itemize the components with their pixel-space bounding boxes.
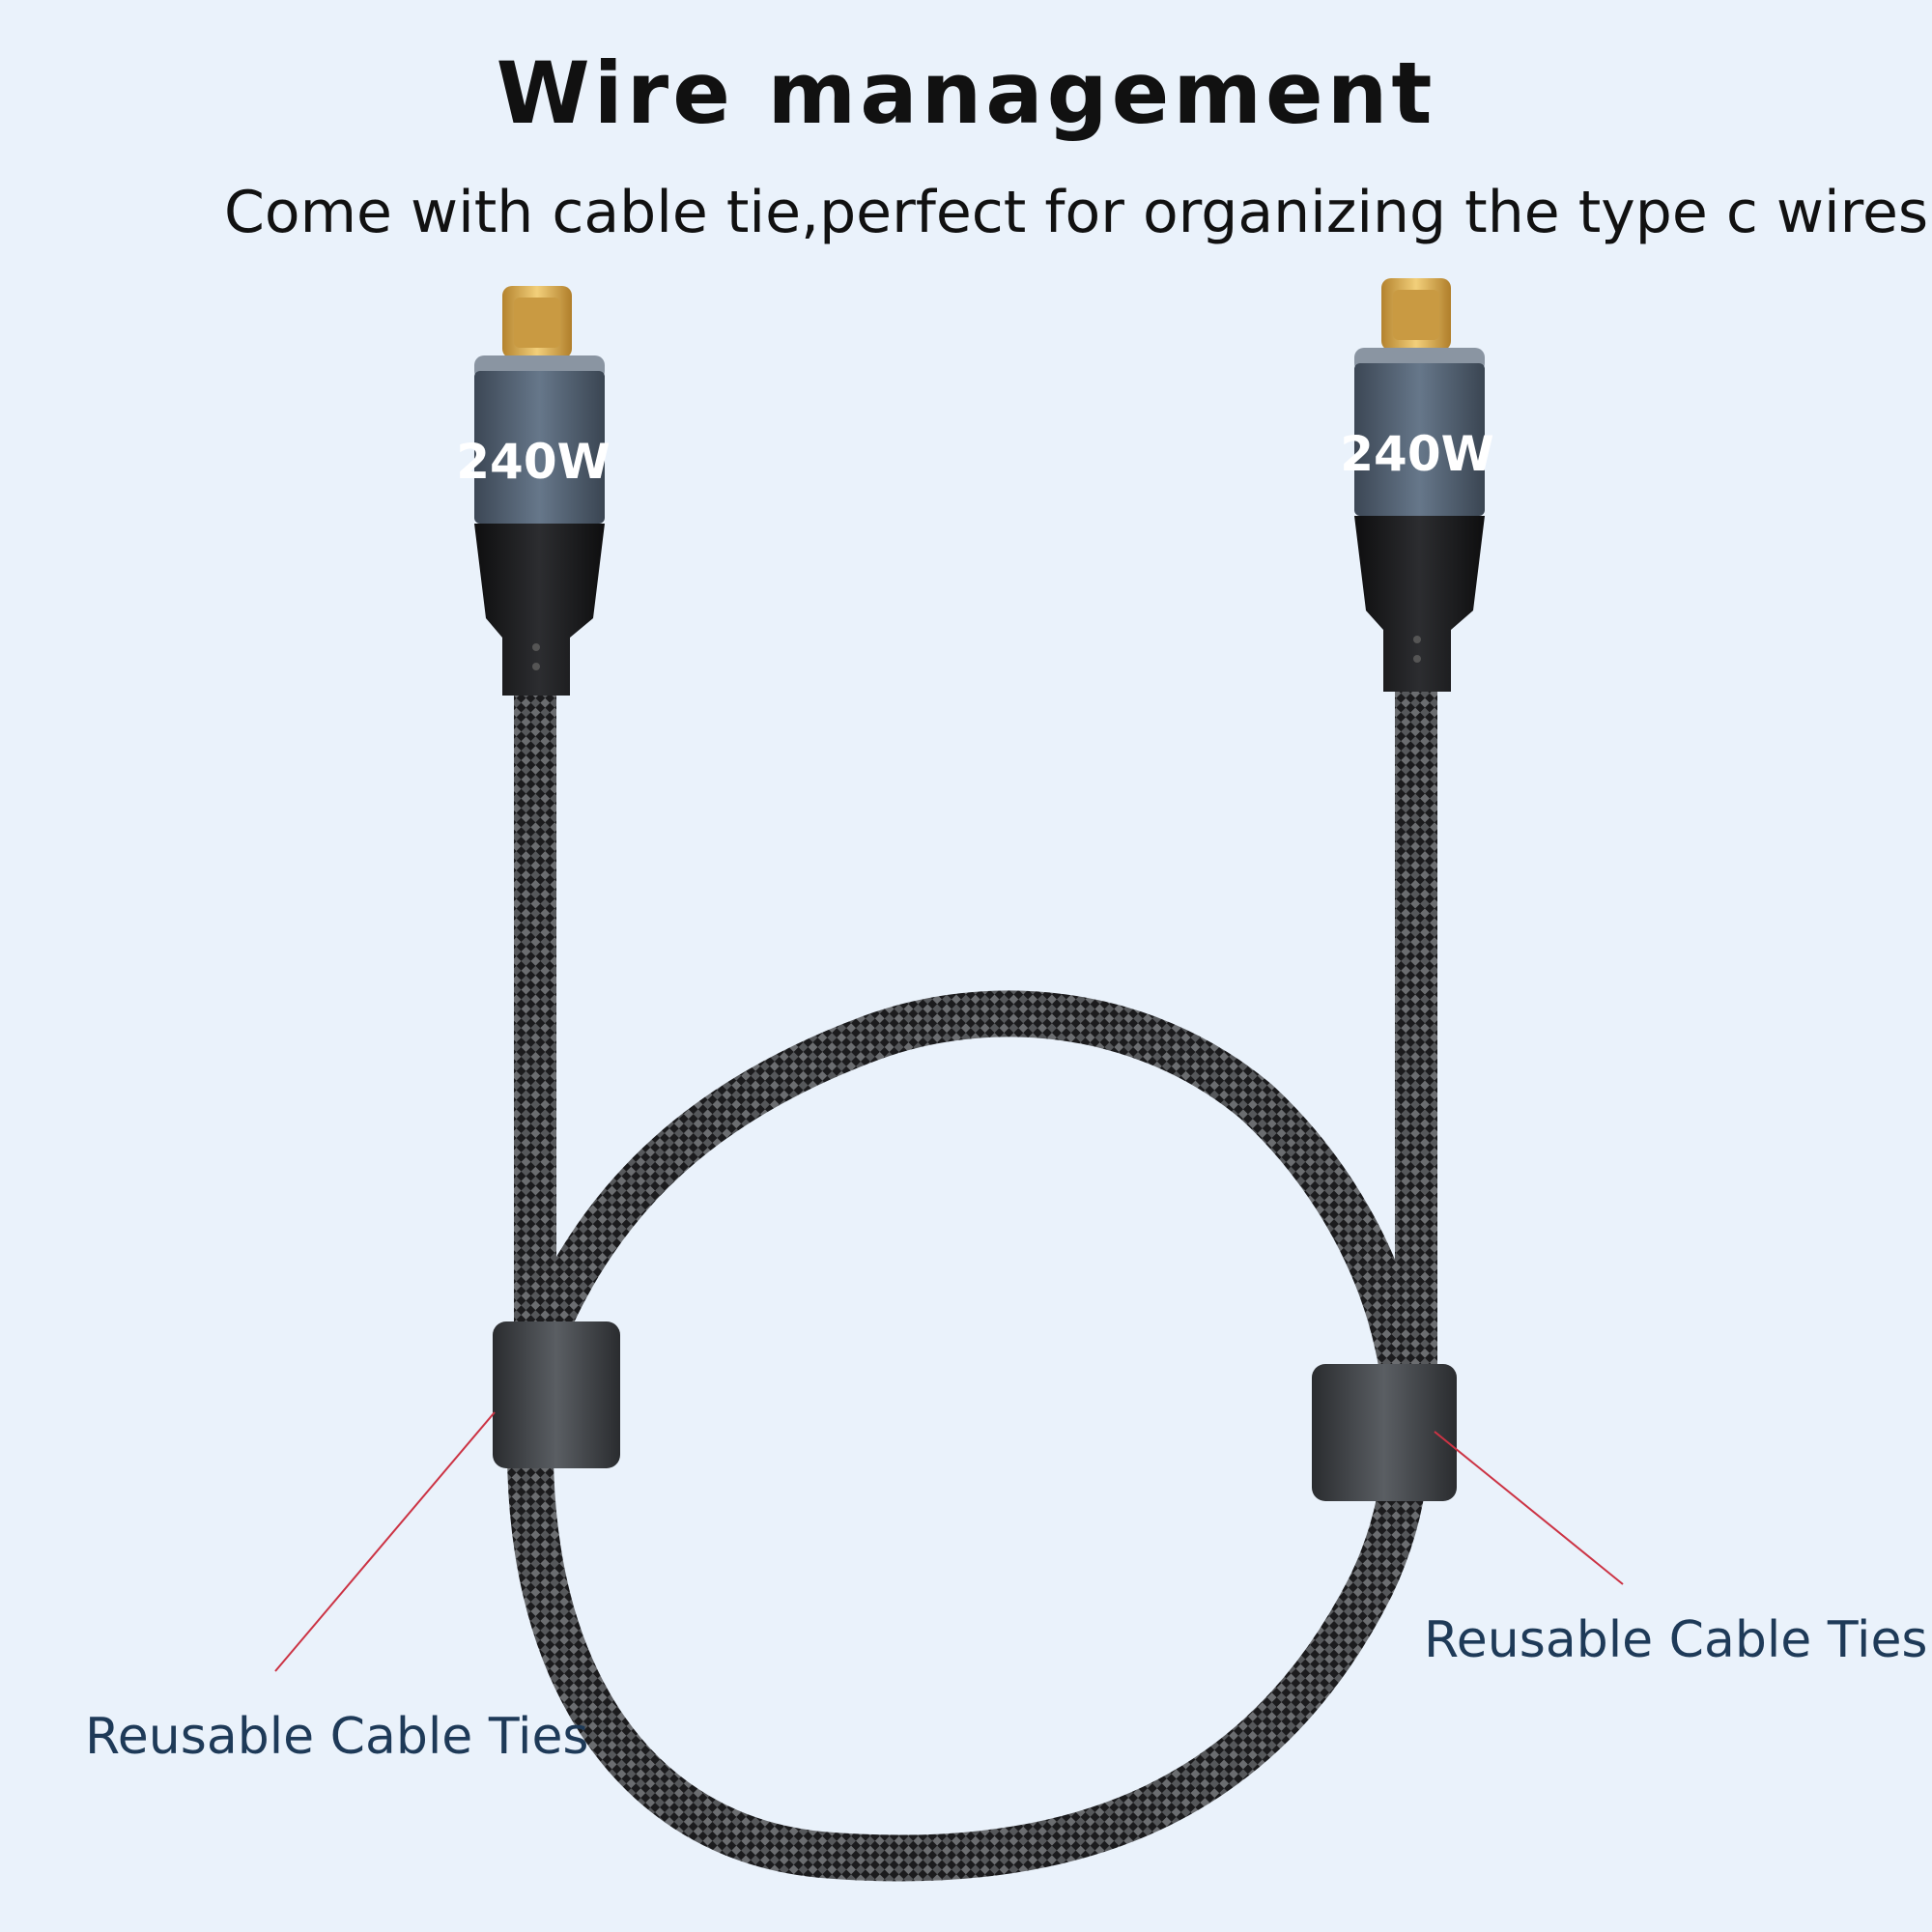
page-title: Wire management	[496, 43, 1436, 143]
right-cable-tie	[1312, 1364, 1457, 1501]
left-callout-label: Reusable Cable Ties	[85, 1708, 589, 1766]
left-cable-tie	[493, 1321, 620, 1468]
left-callout-line	[274, 1411, 496, 1672]
left-cable-segment	[514, 691, 556, 1425]
page-subtitle: Come with cable tie,perfect for organizi…	[224, 179, 1932, 246]
right-usb-c-plug: 240W	[1340, 278, 1494, 692]
cable-loop	[507, 990, 1431, 1882]
right-callout-line	[1434, 1431, 1624, 1585]
right-cable-segment	[1395, 691, 1437, 1444]
right-callout-label: Reusable Cable Ties	[1424, 1611, 1928, 1669]
left-plug-label: 240W	[456, 434, 611, 490]
right-plug-label: 240W	[1340, 426, 1494, 482]
left-usb-c-plug: 240W	[456, 286, 611, 696]
